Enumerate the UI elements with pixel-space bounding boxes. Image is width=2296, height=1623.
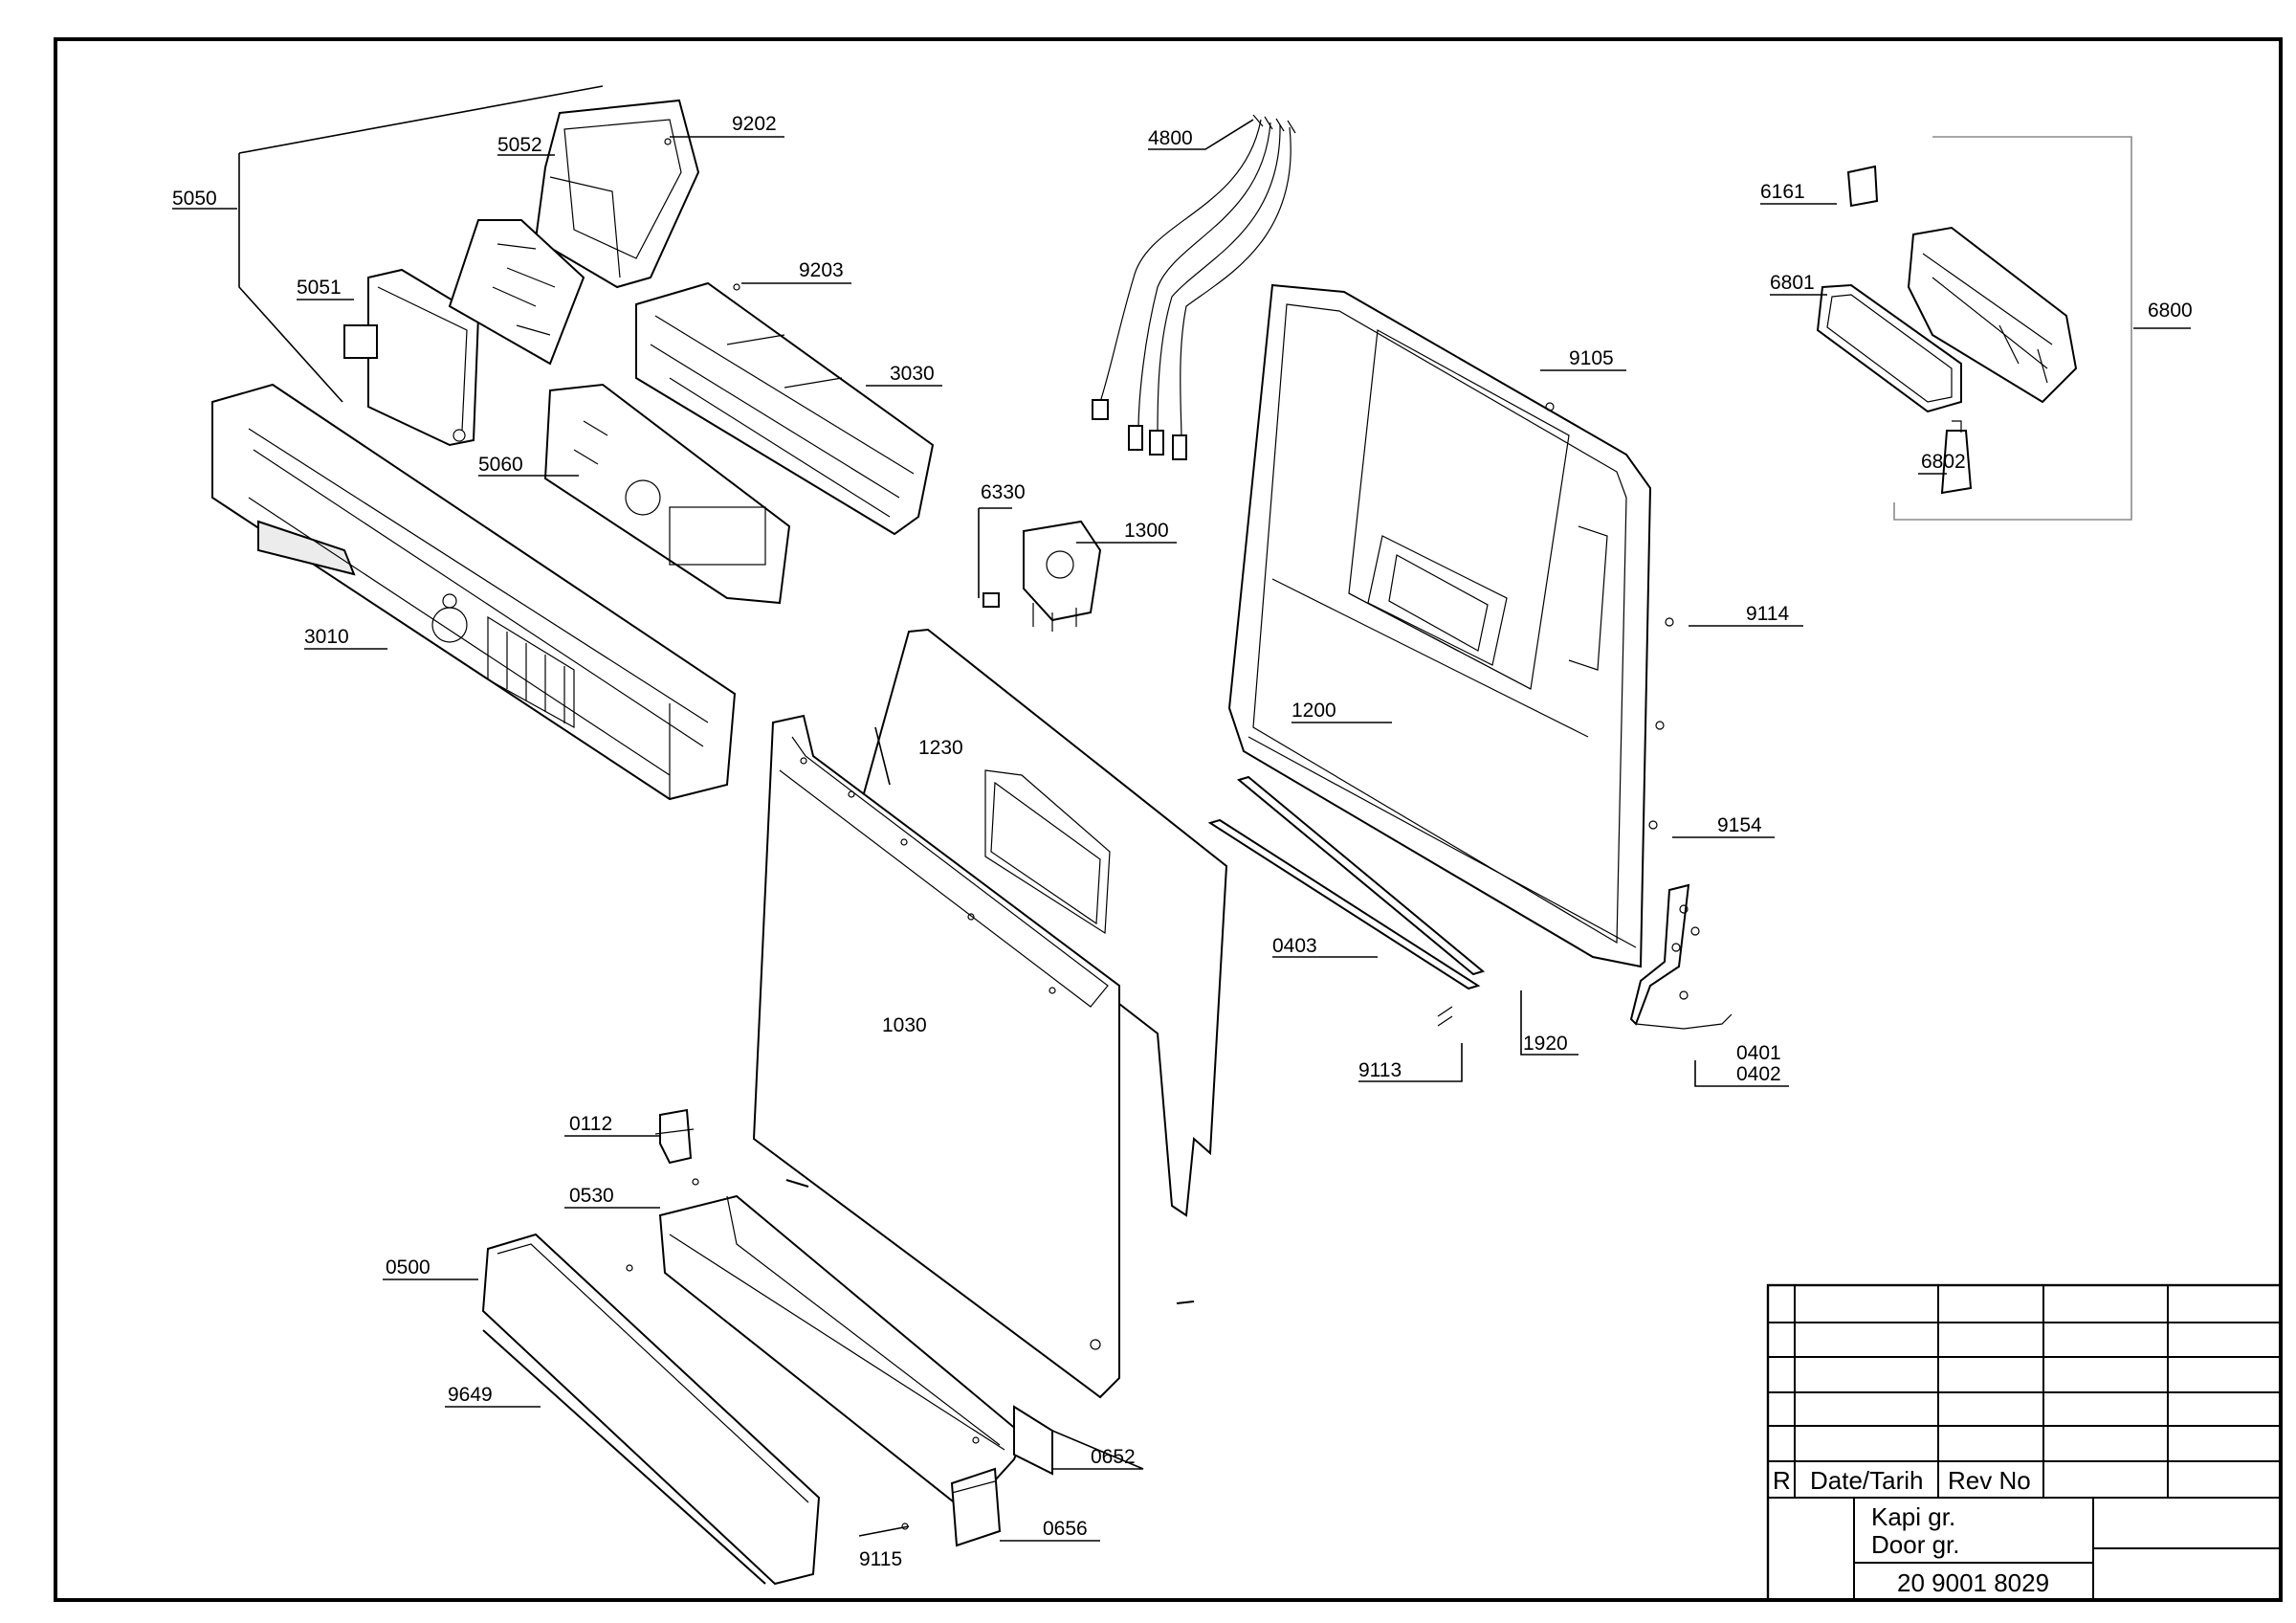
part-0401-hinge xyxy=(1629,883,1733,1030)
label-0402: 0402 xyxy=(1736,1063,1781,1085)
part-6802-actuator xyxy=(1940,420,1973,495)
label-3030: 3030 xyxy=(890,363,935,385)
part-5051-module xyxy=(343,268,480,447)
label-5060: 5060 xyxy=(478,454,523,476)
screws-1200 xyxy=(664,138,1700,1000)
label-5051: 5051 xyxy=(297,277,342,299)
part-5060-board xyxy=(543,383,791,605)
label-9649: 9649 xyxy=(448,1384,493,1406)
drawing-frame xyxy=(54,37,2283,1602)
part-9113-pins xyxy=(1437,1006,1453,1027)
part-dispenser-body xyxy=(1907,226,2078,404)
label-1230: 1230 xyxy=(918,737,963,759)
part-0656-cap xyxy=(950,1467,1002,1547)
callout-labels: 9202 5052 5050 9203 5051 3030 5060 3010 … xyxy=(172,113,2193,1570)
label-6161: 6161 xyxy=(1760,181,1805,203)
label-9115: 9115 xyxy=(859,1548,902,1570)
part-6161-clip xyxy=(1846,165,1879,208)
part-3030-frame xyxy=(635,281,935,536)
label-3010: 3010 xyxy=(304,626,349,648)
part-6801-gasket xyxy=(1816,283,1962,413)
label-1300: 1300 xyxy=(1124,520,1169,542)
control-panel-group xyxy=(211,85,935,801)
part-1300-latch xyxy=(1023,520,1102,632)
label-1200: 1200 xyxy=(1292,700,1336,722)
title-block: R Date/Tarih Rev No Kapi gr. Door gr. 20… xyxy=(1766,1283,2283,1602)
label-9105: 9105 xyxy=(1569,347,1614,369)
title-block-revno: Rev No xyxy=(1948,1466,2031,1495)
title-block-title-tr: Kapi gr. xyxy=(1871,1502,1955,1531)
label-9113: 9113 xyxy=(1358,1059,1402,1081)
part-9649-seal-strip xyxy=(482,1329,766,1585)
title-block-date: Date/Tarih xyxy=(1810,1466,1924,1495)
label-0500: 0500 xyxy=(386,1256,430,1278)
part-6330-clip xyxy=(982,592,1000,608)
part-1030-door-panel xyxy=(752,714,1120,1399)
label-9203: 9203 xyxy=(799,259,844,281)
label-1030: 1030 xyxy=(882,1014,927,1036)
title-block-rev: R xyxy=(1773,1466,1791,1495)
label-9202: 9202 xyxy=(732,113,777,135)
part-3010-fascia xyxy=(211,383,737,801)
label-1920: 1920 xyxy=(1523,1033,1568,1055)
label-6801: 6801 xyxy=(1770,272,1815,294)
label-0403: 0403 xyxy=(1272,935,1317,957)
label-0652: 0652 xyxy=(1091,1446,1136,1468)
part-4800-wire-harness xyxy=(1092,114,1296,460)
part-0112-bracket xyxy=(654,1108,695,1165)
part-1200-inner-door xyxy=(1227,283,1652,968)
label-9154: 9154 xyxy=(1717,814,1762,836)
label-4800: 4800 xyxy=(1148,127,1193,149)
label-0112: 0112 xyxy=(569,1113,612,1135)
label-0656: 0656 xyxy=(1043,1518,1088,1540)
label-0401: 0401 xyxy=(1736,1042,1781,1064)
part-0500-kick-plate xyxy=(481,1233,821,1586)
label-6330: 6330 xyxy=(981,481,1026,503)
part-5052-housing xyxy=(534,99,700,289)
label-0530: 0530 xyxy=(569,1185,614,1207)
title-block-drawing-number: 20 9001 8029 xyxy=(1897,1568,2049,1597)
label-6802: 6802 xyxy=(1921,451,1966,473)
title-block-title-en: Door gr. xyxy=(1871,1530,1960,1559)
leader-lines xyxy=(172,119,2191,1542)
part-6800-dispenser-group xyxy=(1816,136,2132,521)
label-5050: 5050 xyxy=(172,188,217,210)
label-6800: 6800 xyxy=(2148,300,2193,322)
label-9114: 9114 xyxy=(1746,603,1789,625)
part-pcb-board xyxy=(448,219,585,366)
label-5052: 5052 xyxy=(497,134,542,156)
part-0652-plate xyxy=(1013,1405,1053,1476)
part-1920-strip xyxy=(1207,775,1486,990)
part-0530-bottom-frame xyxy=(658,1194,1026,1514)
